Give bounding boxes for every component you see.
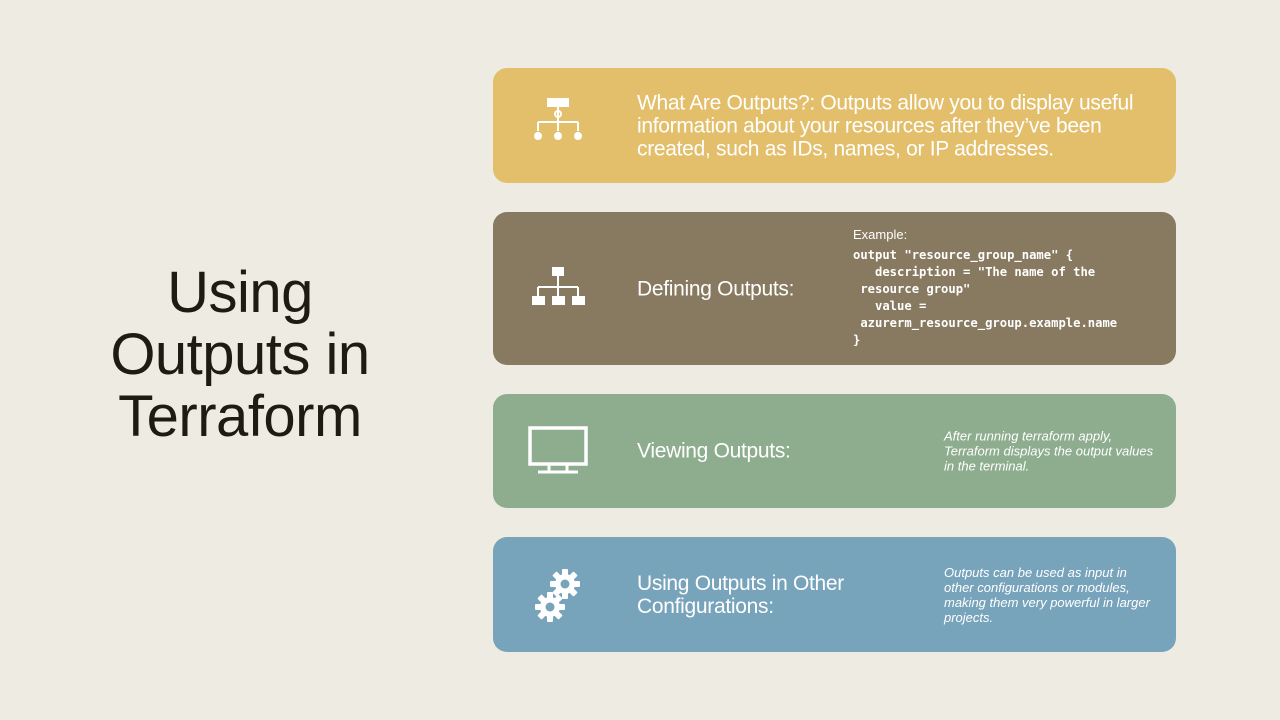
title-line: Outputs in <box>110 322 370 387</box>
card-defining-outputs: Defining Outputs: Example: output "resou… <box>493 212 1176 365</box>
gears-icon <box>523 560 593 630</box>
code-example: Example: output "resource_group_name" { … <box>853 227 1163 349</box>
code-block: output "resource_group_name" { descripti… <box>853 248 1118 347</box>
card-heading: Defining Outputs: <box>637 277 795 300</box>
monitor-icon <box>523 416 593 486</box>
card-detail: Outputs can be used as input in other co… <box>944 564 1150 625</box>
title-line: Terraform <box>118 384 362 449</box>
card-detail: After running terraform apply, Terraform… <box>944 428 1154 474</box>
card-using-outputs-other-configs: Using Outputs in Other Configurations: O… <box>493 537 1176 652</box>
card-what-are-outputs: What Are Outputs?: Outputs allow you to … <box>493 68 1176 183</box>
example-label: Example: <box>853 227 908 242</box>
title-line: Using <box>167 260 313 325</box>
card-viewing-outputs: Viewing Outputs: After running terraform… <box>493 394 1176 508</box>
hierarchy-icon <box>523 91 593 161</box>
card-text: What Are Outputs?: Outputs allow you to … <box>637 91 1134 160</box>
org-chart-icon <box>523 254 593 324</box>
card-heading: Using Outputs in Other Configurations: <box>637 571 844 618</box>
slide-title: Using Outputs in Terraform <box>60 262 420 448</box>
card-heading: Viewing Outputs: <box>637 439 791 463</box>
